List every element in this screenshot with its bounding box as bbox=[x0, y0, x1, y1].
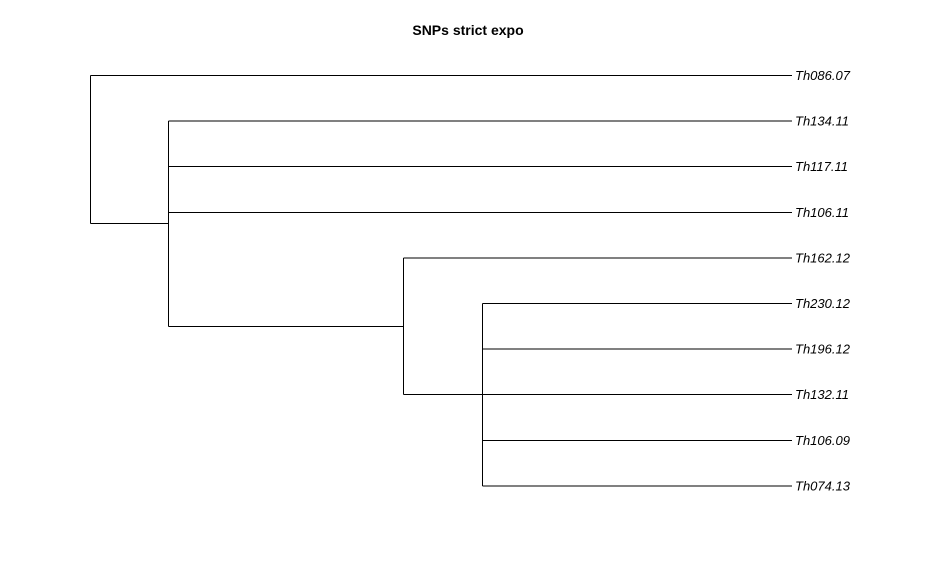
tip-label: Th086.07 bbox=[795, 68, 851, 83]
tip-label: Th196.12 bbox=[795, 342, 851, 357]
tip-label: Th134.11 bbox=[795, 114, 849, 129]
dendrogram-branches bbox=[90, 75, 792, 487]
tip-label: Th106.09 bbox=[795, 433, 850, 448]
tip-label: Th230.12 bbox=[795, 296, 851, 311]
tip-label: Th162.12 bbox=[795, 250, 851, 265]
tip-label: Th132.11 bbox=[795, 387, 849, 402]
tip-label: Th074.13 bbox=[795, 478, 851, 493]
dendrogram-tip-labels: Th086.07Th134.11Th117.11Th106.11Th162.12… bbox=[795, 68, 851, 493]
tip-label: Th106.11 bbox=[795, 205, 849, 220]
tip-label: Th117.11 bbox=[795, 159, 848, 174]
page-title: SNPs strict expo bbox=[412, 22, 524, 38]
